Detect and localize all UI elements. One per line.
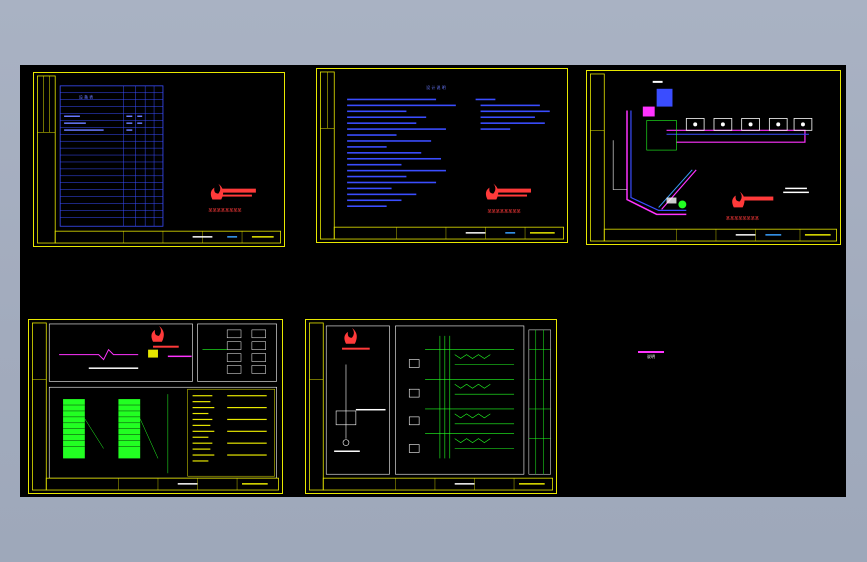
sheet-equipment-list[interactable]: 设 备 表 某某某某某某某某: [33, 72, 285, 247]
sheet-electrical-schematic[interactable]: [305, 319, 557, 494]
sheet-design-notes-drawing: 设 计 说 明 某某某某某某某某: [320, 71, 564, 240]
table-title: 设 备 表: [79, 95, 93, 100]
company-name: 某某某某某某某某: [208, 206, 241, 212]
company-logo: [342, 327, 370, 350]
company-logo: [732, 191, 774, 208]
sheet-equipment-list-drawing: 设 备 表 某某某某某某某某: [37, 75, 281, 244]
sheet-control-wiring-drawing: [32, 322, 279, 491]
sheet-design-notes[interactable]: 设 计 说 明 某某某某某某某某: [316, 68, 568, 243]
drawing-canvas[interactable]: 设 备 表 某某某某某某某某: [20, 65, 846, 497]
company-name: 某某某某某某某某: [487, 207, 520, 213]
notes-title: 设 计 说 明: [426, 85, 446, 90]
company-logo: [210, 183, 256, 200]
company-logo: [151, 325, 179, 348]
stray-label-line: [638, 351, 664, 353]
sheet-control-wiring[interactable]: [28, 319, 283, 494]
stray-label: 说明: [638, 351, 664, 360]
sheet-system-diagram[interactable]: 某某某某某某某某: [586, 70, 841, 245]
company-name: 某某某某某某某某: [726, 214, 759, 220]
stray-label-text: 说明: [647, 354, 655, 359]
company-logo: [485, 183, 531, 200]
sheet-system-diagram-drawing: 某某某某某某某某: [590, 73, 837, 242]
sheet-electrical-schematic-drawing: [309, 322, 553, 491]
